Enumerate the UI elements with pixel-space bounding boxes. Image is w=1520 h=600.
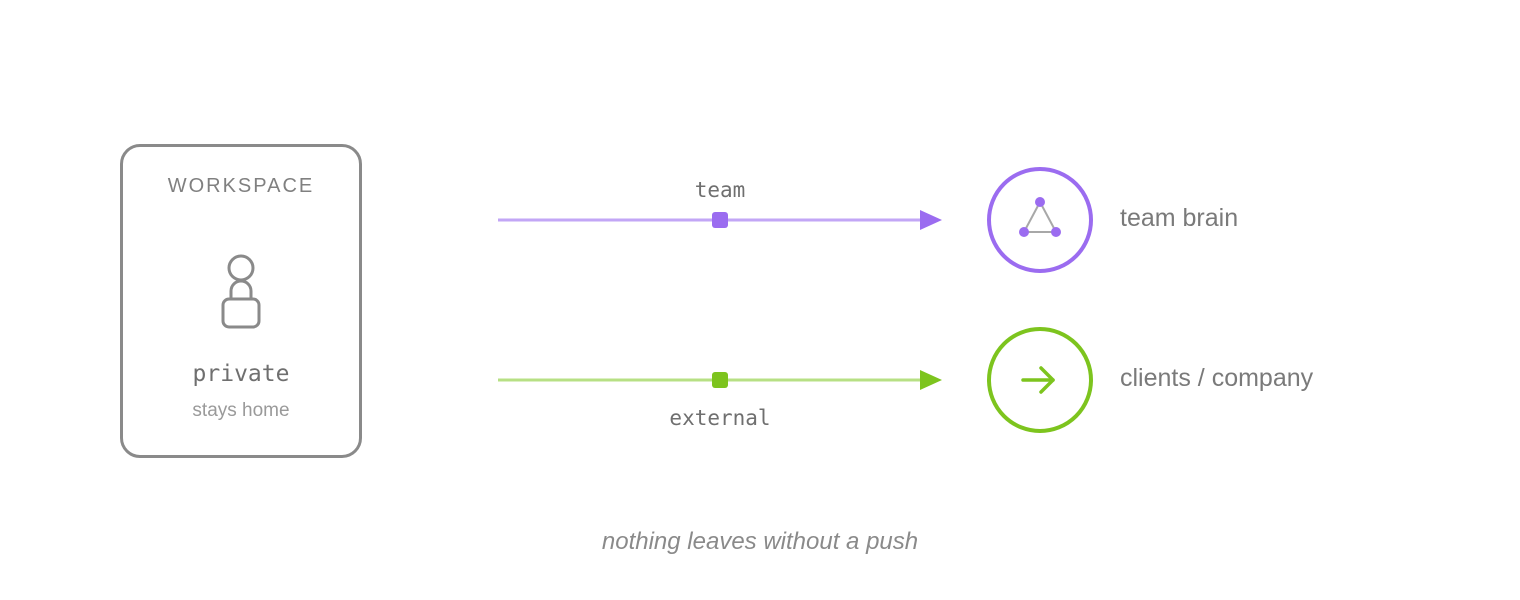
team-brain-node [987, 167, 1093, 273]
diagram-caption: nothing leaves without a push [601, 528, 919, 555]
workspace-title: WORKSPACE [167, 175, 315, 197]
external-flow [498, 370, 942, 390]
team-flow [498, 210, 942, 230]
clients-company-node [987, 327, 1093, 433]
workspace-sublabel: stays home [192, 400, 290, 421]
team-edge-label: team [694, 178, 746, 202]
external-edge-label: external [669, 406, 771, 430]
external-flow-marker [712, 372, 728, 388]
network-triangle-icon [1019, 197, 1061, 237]
person-lock-icon [221, 254, 261, 329]
team-flow-arrowhead [920, 210, 942, 230]
team-brain-label: team brain [1120, 204, 1239, 232]
external-flow-arrowhead [920, 370, 942, 390]
clients-company-label: clients / company [1120, 364, 1314, 392]
workspace-box: WORKSPACE private stays home [120, 144, 362, 458]
arrow-right-icon [1021, 366, 1055, 394]
workspace-private-label: private [192, 361, 290, 387]
team-flow-marker [712, 212, 728, 228]
